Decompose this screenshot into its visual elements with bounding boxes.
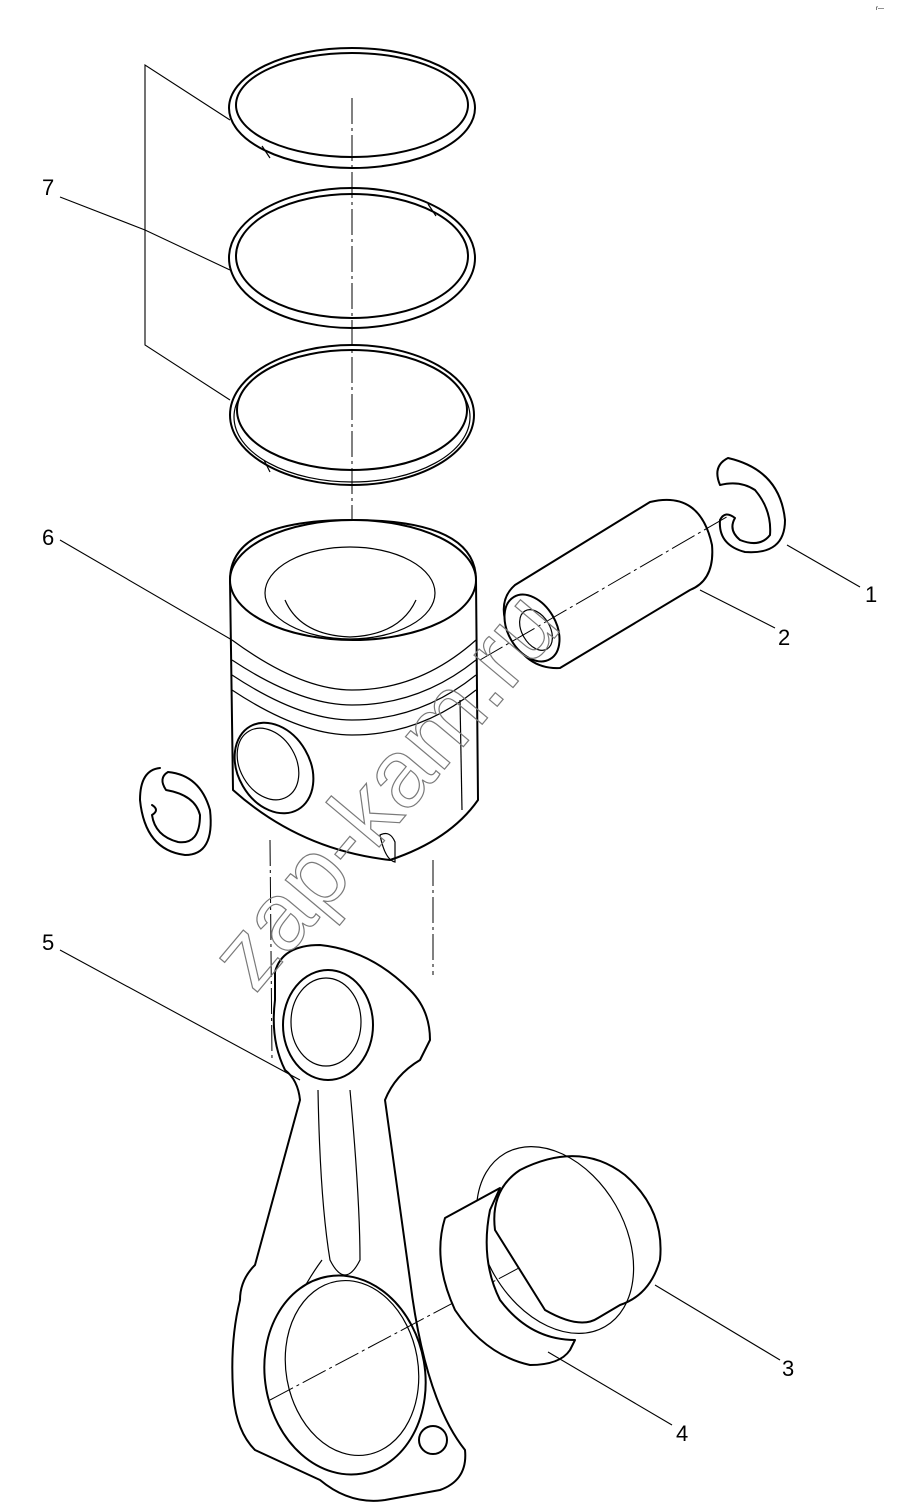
callout-4: 4 <box>676 1421 688 1446</box>
callout-2: 2 <box>778 625 790 650</box>
callout-1: 1 <box>865 582 877 607</box>
callout-5: 5 <box>42 930 54 955</box>
connecting-rod <box>231 944 601 1502</box>
circlip-right <box>716 457 786 554</box>
bearing-shell-lower <box>439 1187 576 1366</box>
bearing-shell-upper <box>475 1145 662 1335</box>
piston <box>229 519 479 1061</box>
piston-pin <box>479 498 731 670</box>
corner-mark: r— <box>876 6 884 12</box>
callout-6: 6 <box>42 525 54 550</box>
leader-lines <box>59 63 861 1426</box>
circlip-left <box>139 767 212 856</box>
callout-3: 3 <box>782 1356 794 1381</box>
callout-7: 7 <box>42 175 54 200</box>
